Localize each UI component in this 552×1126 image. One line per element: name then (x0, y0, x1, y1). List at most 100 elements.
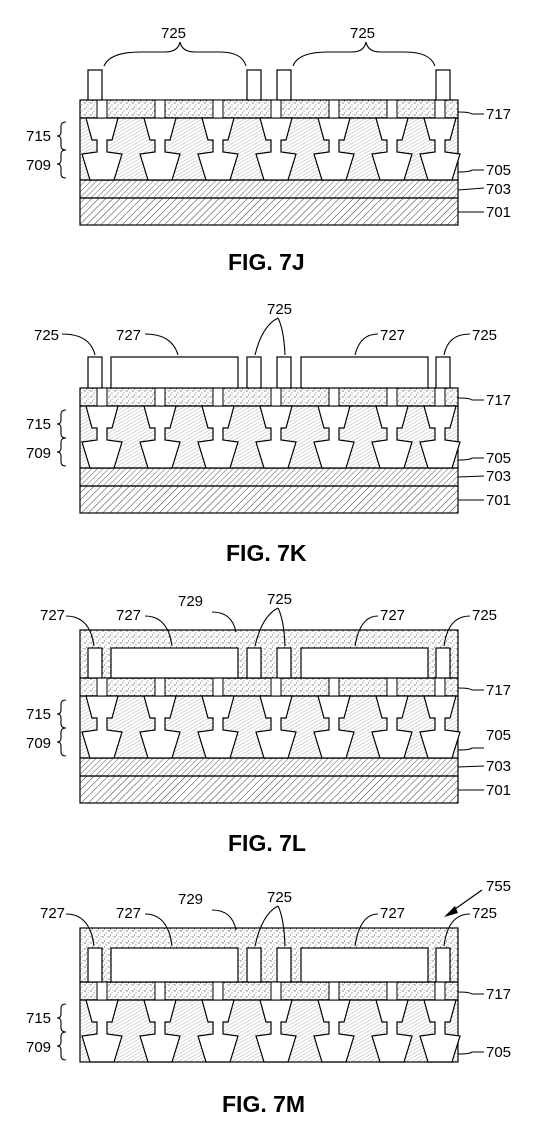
label-727-left: 727 (116, 905, 141, 922)
label-717: 717 (486, 106, 511, 123)
figure-caption: FIG. 7L (228, 830, 306, 856)
pillars-725 (87, 69, 451, 101)
label-705: 705 (486, 162, 511, 179)
label-709: 709 (26, 445, 51, 462)
pillar (246, 947, 262, 983)
layer-717 (79, 387, 459, 407)
pillar (276, 356, 292, 389)
figure-caption: FIG. 7M (222, 1091, 305, 1117)
via-plug (81, 999, 123, 1063)
via-row (81, 981, 461, 1063)
label-701: 701 (486, 782, 511, 799)
label-727-left: 727 (116, 327, 141, 344)
pillar (276, 647, 292, 679)
label-709: 709 (26, 735, 51, 752)
label-715: 715 (26, 706, 51, 723)
label-727-outer: 727 (40, 607, 65, 624)
label-729: 729 (178, 593, 203, 610)
pillar (87, 947, 103, 983)
pillars-725 (87, 356, 451, 389)
label-717: 717 (486, 392, 511, 409)
via-plug (313, 405, 355, 469)
label-727-right: 727 (380, 607, 405, 624)
layer-717 (79, 99, 459, 119)
layer-703 (79, 179, 459, 199)
label-727-right: 727 (380, 905, 405, 922)
pillar (435, 69, 451, 101)
via-plug (197, 999, 239, 1063)
label-725-center: 725 (267, 301, 292, 318)
via-plug (139, 695, 181, 759)
via-cap (154, 981, 166, 1001)
pillar (246, 647, 262, 679)
leaders (56, 317, 485, 501)
figure-caption: FIG. 7K (226, 540, 307, 566)
via-plug (313, 117, 355, 181)
pillar (87, 647, 103, 679)
via-cap (270, 99, 282, 119)
via-plug (371, 999, 413, 1063)
label-755: 755 (486, 878, 511, 895)
label-727-left: 727 (116, 607, 141, 624)
leaders (56, 41, 485, 213)
figure-caption: FIG. 7J (228, 249, 305, 275)
label-725-left: 725 (34, 327, 59, 344)
via-plug (81, 695, 123, 759)
pillar (435, 356, 451, 389)
via-plug (139, 405, 181, 469)
via-cap (386, 99, 398, 119)
layer-701 (79, 197, 459, 226)
label-709: 709 (26, 1039, 51, 1056)
blocks-727 (110, 356, 429, 389)
layer-701 (79, 485, 459, 514)
arrow-755 (444, 889, 483, 917)
label-709: 709 (26, 157, 51, 174)
via-cap (328, 387, 340, 407)
blocks-727 (110, 647, 429, 679)
label-701: 701 (486, 492, 511, 509)
pillars-725 (87, 647, 451, 679)
figure-7m: 755 727 727 729 725 727 725 717 715 709 … (26, 878, 511, 1117)
label-725-right: 725 (472, 905, 497, 922)
block (110, 647, 239, 679)
pillar (435, 947, 451, 983)
layer-717 (79, 981, 459, 1001)
label-703: 703 (486, 181, 511, 198)
leaders (56, 905, 484, 1061)
via-cap (328, 677, 340, 697)
label-703: 703 (486, 468, 511, 485)
via-plug (255, 999, 297, 1063)
via-cap (212, 981, 224, 1001)
pillars-725 (87, 947, 451, 983)
via-cap (386, 387, 398, 407)
label-725-center: 725 (267, 889, 292, 906)
via-cap (434, 677, 446, 697)
via-plug (255, 405, 297, 469)
via-row (81, 677, 461, 759)
blocks-727 (110, 947, 429, 983)
layer-701 (79, 775, 459, 804)
layer-703 (79, 467, 459, 487)
pillar (276, 69, 292, 101)
label-725-right: 725 (472, 607, 497, 624)
via-plug (371, 695, 413, 759)
label-715: 715 (26, 416, 51, 433)
via-plug (81, 117, 123, 181)
pillar (276, 947, 292, 983)
block (300, 947, 429, 983)
block (300, 356, 429, 389)
block (110, 356, 239, 389)
pillar (435, 647, 451, 679)
via-plug (419, 405, 461, 469)
figure-7k: 725 727 725 727 725 717 715 709 705 703 … (26, 301, 511, 566)
label-727-right: 727 (380, 327, 405, 344)
label-703: 703 (486, 758, 511, 775)
via-cap (96, 677, 108, 697)
via-plug (197, 695, 239, 759)
via-cap (434, 387, 446, 407)
label-725-b: 725 (350, 25, 375, 42)
via-cap (386, 981, 398, 1001)
via-cap (434, 981, 446, 1001)
via-plug (255, 695, 297, 759)
via-plug (139, 117, 181, 181)
